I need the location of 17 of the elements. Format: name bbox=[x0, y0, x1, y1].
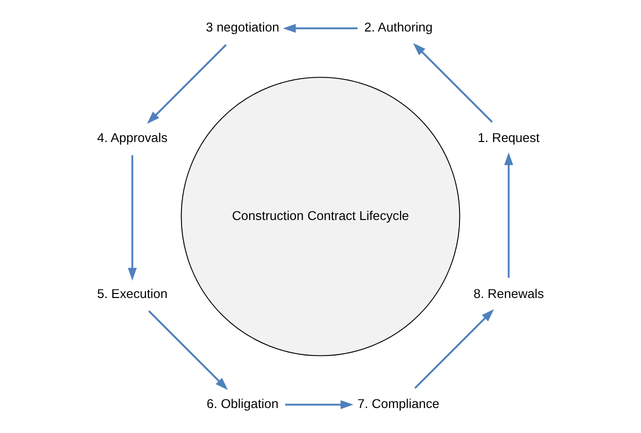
arrow bbox=[146, 44, 227, 124]
node-text: 3 negotiation bbox=[206, 20, 280, 35]
arrow bbox=[504, 152, 514, 278]
node-text: 6. Obligation bbox=[206, 396, 278, 412]
node-text: 1. Request bbox=[478, 130, 540, 145]
arrow bbox=[128, 155, 137, 281]
arrow bbox=[413, 42, 493, 123]
node-text: 8. Renewals bbox=[473, 286, 544, 301]
node-circle: Construction Contract Lifecycle bbox=[180, 76, 460, 356]
node-text: 5. Execution bbox=[97, 286, 168, 301]
arrow bbox=[414, 309, 494, 389]
arrow bbox=[148, 310, 228, 390]
node-text: 2. Authoring bbox=[364, 20, 433, 35]
node-text: 7. Compliance bbox=[358, 396, 440, 412]
arrow bbox=[282, 24, 358, 33]
node-text: 4. Approvals bbox=[97, 130, 168, 145]
arrow bbox=[285, 400, 354, 410]
